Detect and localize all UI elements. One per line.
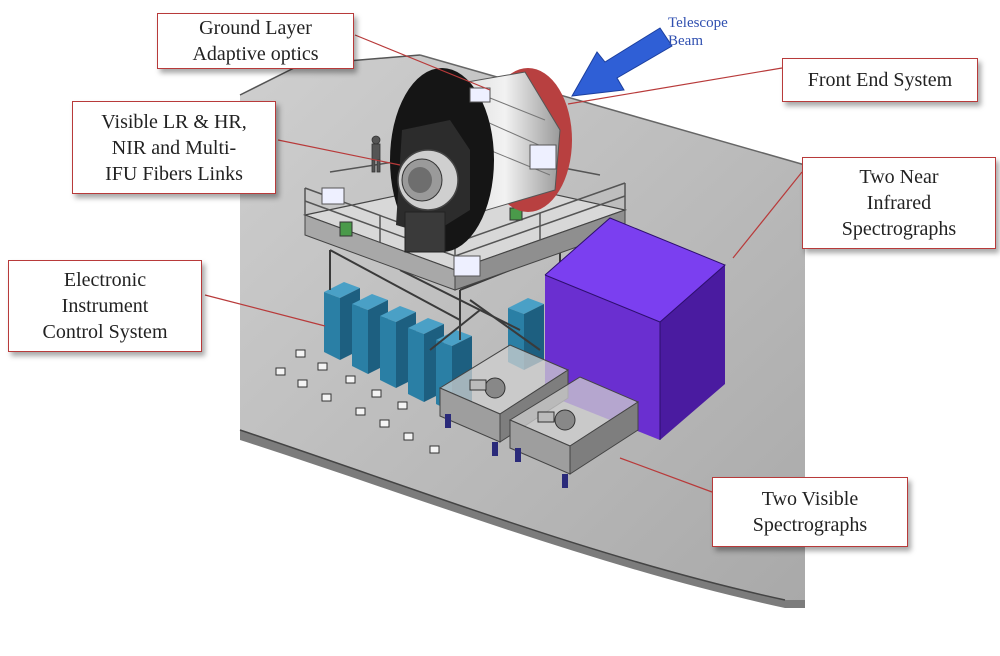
- telescope-beam-label: Telescope Beam: [668, 15, 728, 49]
- floor-pads: [275, 349, 440, 454]
- callout-ground-layer: Ground Layer Adaptive optics: [157, 13, 354, 69]
- callout-nir-spectrographs: Two Near Infrared Spectrographs: [802, 157, 996, 249]
- telescope-beam-arrow: [571, 27, 673, 97]
- visible-spectrograph-2: [508, 376, 640, 488]
- leader-lines: [204, 34, 803, 493]
- callout-fibers-links: Visible LR & HR, NIR and Multi- IFU Fibe…: [72, 101, 276, 194]
- front-end-rotator: [390, 68, 572, 253]
- callout-visible-spectrographs: Two Visible Spectrographs: [712, 477, 908, 547]
- callout-front-end-system: Front End System: [782, 58, 978, 102]
- callout-electronic-control: Electronic Instrument Control System: [8, 260, 202, 352]
- visible-spectrograph-1: [438, 344, 570, 456]
